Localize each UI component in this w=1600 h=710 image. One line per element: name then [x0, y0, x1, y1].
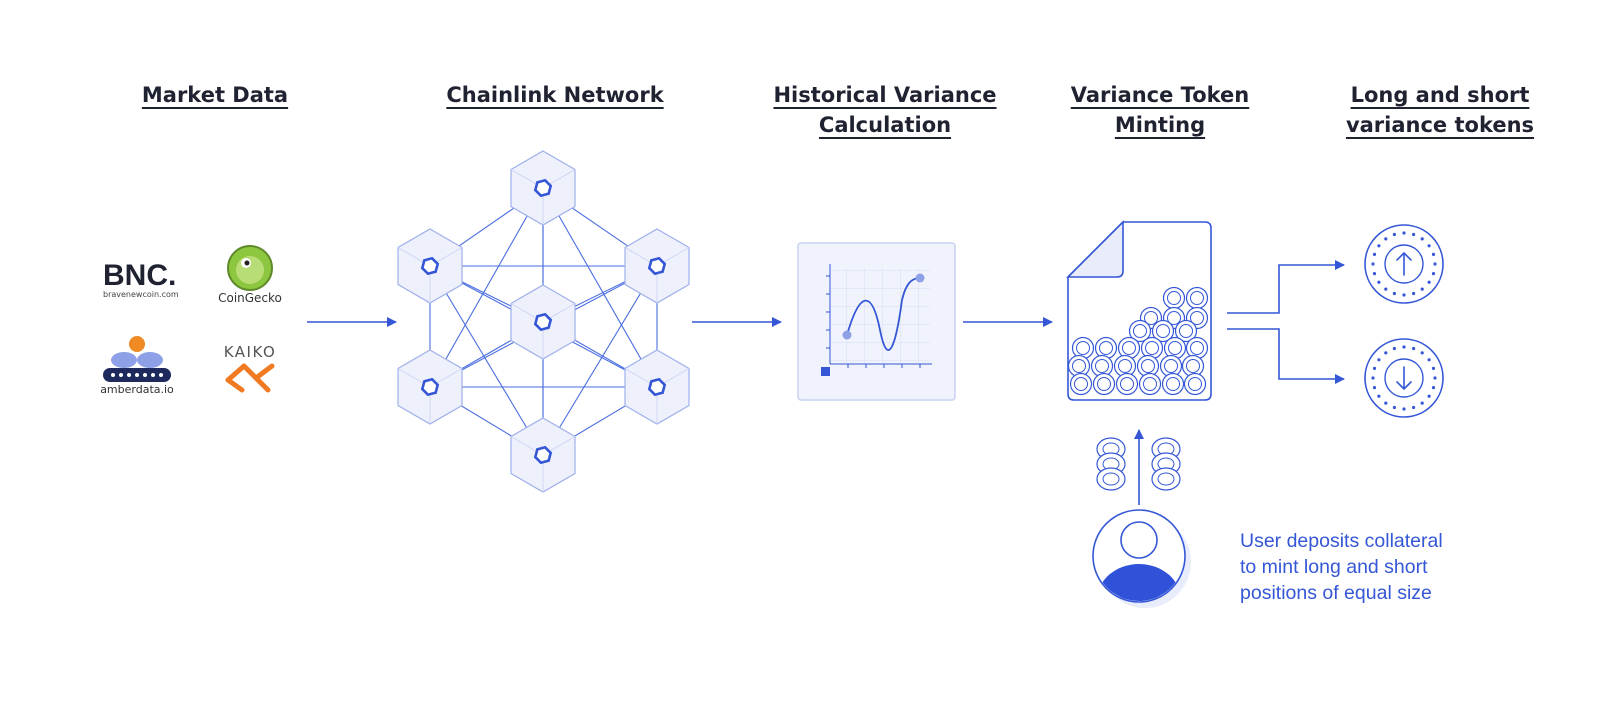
long-variance-token: [1364, 224, 1444, 304]
network-node: [624, 228, 690, 304]
coin-icon: [1090, 354, 1114, 378]
coin-icon: [1069, 372, 1093, 396]
variance-chart-grid: [830, 268, 930, 364]
heading-historical-variance: Historical Variance Calculation: [765, 80, 1005, 140]
heading-long-short-tokens-line1: Long and short: [1350, 83, 1530, 107]
collateral-coin-stacks: [1096, 437, 1181, 491]
curve-start-point: [842, 330, 852, 340]
heading-variance-token-minting-line1: Variance Token: [1070, 83, 1250, 107]
network-edge: [429, 187, 544, 388]
network-node: [510, 150, 576, 226]
chainlink-logo-icon: [533, 178, 553, 198]
coin-icon: [1159, 354, 1183, 378]
heading-chainlink-network-text: Chainlink Network: [446, 83, 664, 107]
chainlink-logo-icon: [647, 256, 667, 276]
coin-icon: [1151, 319, 1175, 343]
heading-variance-token-minting-line2: Minting: [1114, 113, 1206, 137]
coin-icon: [1071, 336, 1095, 360]
network-edge: [429, 265, 544, 456]
chart-origin-marker: [821, 367, 830, 376]
network-node: [397, 349, 463, 425]
arrow-up-icon: [1396, 252, 1412, 276]
coin-icon: [1161, 372, 1185, 396]
kaiko-logo-text: KAIKO: [224, 343, 277, 361]
chainlink-logo-icon: [533, 312, 553, 332]
curve-end-point: [915, 273, 925, 283]
bnc-logo: BNC. bravenewcoin.com: [103, 259, 179, 299]
chainlink-logo-icon: [647, 377, 667, 397]
heading-market-data: Market Data: [105, 80, 325, 110]
coin-icon: [1138, 372, 1162, 396]
coingecko-caption: CoinGecko: [218, 291, 282, 305]
coin-icon: [1094, 336, 1118, 360]
heading-variance-token-minting: Variance Token Minting: [1060, 80, 1260, 140]
network-node: [510, 284, 576, 360]
chainlink-logo-icon: [420, 256, 440, 276]
short-variance-token: [1364, 338, 1444, 418]
coin-icon: [1117, 336, 1141, 360]
heading-historical-variance-line1: Historical Variance: [773, 83, 997, 107]
heading-market-data-text: Market Data: [141, 83, 289, 107]
coin-icon: [1183, 372, 1207, 396]
variance-curve: [846, 277, 921, 351]
coin-icon: [1115, 372, 1139, 396]
stacked-coin-icon: [1096, 467, 1126, 491]
heading-historical-variance-line2: Calculation: [818, 113, 952, 137]
arrow-to-short-token: [1227, 328, 1345, 384]
arrow-down-icon: [1396, 366, 1412, 390]
collateral-note-line2: to mint long and short: [1240, 556, 1428, 578]
user-head: [1120, 521, 1158, 559]
coin-icon: [1140, 336, 1164, 360]
collateral-note: User deposits collateral to mint long an…: [1240, 528, 1540, 606]
network-node: [624, 349, 690, 425]
chainlink-network-graph: [397, 150, 690, 493]
coin-icon: [1067, 354, 1091, 378]
coingecko-logo: CoinGecko: [218, 245, 282, 305]
network-edge: [542, 265, 658, 456]
collateral-note-line1: User deposits collateral: [1240, 530, 1443, 552]
amberdata-logo: amberdata.io: [100, 336, 174, 396]
coin-icon: [1162, 286, 1186, 310]
heading-chainlink-network: Chainlink Network: [430, 80, 680, 110]
coin-pile: [1067, 286, 1209, 396]
coin-icon: [1092, 372, 1116, 396]
kaiko-logo: KAIKO: [224, 343, 277, 393]
collateral-note-line3: positions of equal size: [1240, 582, 1432, 604]
heading-long-short-tokens-line2: variance tokens: [1345, 113, 1535, 137]
stacked-coin-icon: [1151, 467, 1181, 491]
coin-icon: [1128, 319, 1152, 343]
user-avatar: [1092, 509, 1191, 608]
user-body: [1097, 564, 1181, 601]
coin-icon: [1185, 286, 1209, 310]
arrow-to-long-token: [1227, 260, 1345, 314]
chainlink-logo-icon: [420, 377, 440, 397]
coin-icon: [1185, 336, 1209, 360]
amberdata-caption: amberdata.io: [100, 383, 174, 396]
network-node: [397, 228, 463, 304]
network-nodes: [397, 150, 690, 493]
coin-icon: [1163, 336, 1187, 360]
network-edge: [542, 187, 658, 388]
variance-chart-card: [797, 242, 956, 401]
coin-icon: [1174, 319, 1198, 343]
bnc-logo-text: BNC.: [103, 259, 176, 292]
chainlink-logo-icon: [533, 445, 553, 465]
network-node: [510, 417, 576, 493]
minting-document: [1066, 220, 1212, 401]
heading-long-short-tokens: Long and short variance tokens: [1330, 80, 1550, 140]
bnc-caption: bravenewcoin.com: [103, 290, 179, 299]
